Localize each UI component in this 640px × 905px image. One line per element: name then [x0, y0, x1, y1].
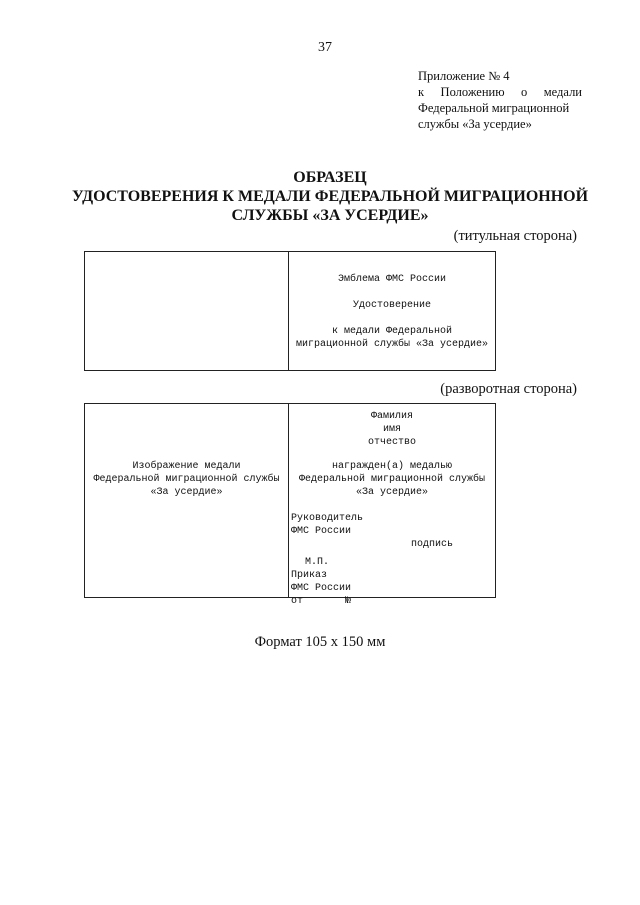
certificate-text: Удостоверение	[352, 300, 431, 311]
order-date-number: от №	[291, 596, 352, 607]
service-text: Федеральной миграционной службы	[298, 474, 486, 485]
front-side-card: Эмблема ФМС России Удостоверение к медал…	[84, 251, 496, 371]
order-text: Приказ	[291, 570, 328, 581]
appendix-header: Приложение № 4 к Положению о медали Феде…	[418, 68, 582, 132]
medal-text: миграционной службы «За усердие»	[295, 339, 489, 350]
front-side-label: (титульная сторона)	[453, 228, 577, 244]
patronymic-field: отчество	[367, 437, 416, 448]
medal-image-text: «За усердие»	[150, 487, 223, 498]
emblem-text: Эмблема ФМС России	[337, 274, 447, 285]
document-title: ОБРАЗЕЦ УДОСТОВЕРЕНИЯ К МЕДАЛИ ФЕДЕРАЛЬН…	[60, 168, 600, 225]
surname-field: Фамилия	[370, 411, 413, 422]
appendix-line: Приложение № 4	[418, 69, 510, 83]
title-line: УДОСТОВЕРЕНИЯ К МЕДАЛИ ФЕДЕРАЛЬНОЙ МИГРА…	[71, 188, 589, 205]
appendix-line: к Положению о медали	[418, 85, 582, 99]
spread-left-panel: Изображение медали Федеральной миграцион…	[85, 404, 289, 597]
title-line: ОБРАЗЕЦ	[293, 169, 367, 186]
spread-side-card: Изображение медали Федеральной миграцион…	[84, 403, 496, 607]
seal-text: М.П.	[305, 557, 330, 568]
signature-text: подпись	[411, 539, 454, 550]
awarded-text: награжден(а) медалью	[331, 461, 453, 472]
appendix-line: службы «За усердие»	[418, 117, 532, 131]
medal-text: к медали Федеральной	[331, 326, 453, 337]
front-left-panel	[85, 252, 289, 370]
spread-right-panel: Фамилия имя отчество награжден(а) медаль…	[289, 404, 495, 607]
title-line: СЛУЖБЫ «ЗА УСЕРДИЕ»	[231, 207, 429, 224]
front-right-panel: Эмблема ФМС России Удостоверение к медал…	[289, 252, 495, 370]
format-text: Формат 105 х 150 мм	[254, 634, 386, 650]
medal-name-text: «За усердие»	[355, 487, 428, 498]
page-number: 37	[318, 40, 332, 55]
order-fms-text: ФМС России	[291, 583, 352, 594]
medal-image-text: Федеральной миграционной службы	[93, 474, 280, 485]
appendix-line: Федеральной миграционной	[418, 101, 570, 115]
head-text: Руководитель	[291, 513, 364, 524]
medal-image-text: Изображение медали	[132, 461, 241, 472]
fms-text: ФМС России	[291, 526, 352, 537]
name-field: имя	[382, 424, 401, 435]
spread-side-label: (разворотная сторона)	[440, 381, 577, 397]
